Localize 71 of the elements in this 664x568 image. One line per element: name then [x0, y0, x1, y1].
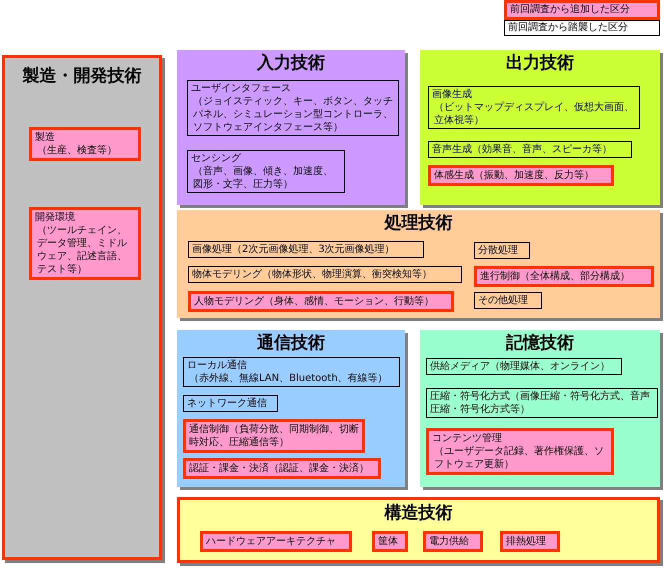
- item-detail: （ツールチェイン、データ管理、ミドルウェア、記述言語、テスト等）: [36, 224, 128, 276]
- item-label: 電力供給: [429, 535, 470, 548]
- item-label: 音声生成（効果音、音声、スピーカ等）: [432, 143, 613, 156]
- item-box: [188, 291, 454, 312]
- category-title: 処理技術: [383, 215, 454, 232]
- item-label: 開発環境: [35, 211, 76, 224]
- item-box: [474, 292, 542, 309]
- item-detail: （生産、検査等）: [36, 144, 118, 157]
- item-box: [474, 242, 530, 259]
- item-box: [426, 428, 614, 475]
- item-label: 製造: [35, 131, 56, 144]
- item-label: ローカル通信: [187, 359, 248, 372]
- item-label: 圧縮・符号化方式（画像圧縮・符号化方式、音声圧縮・符号化方式等）: [430, 390, 651, 416]
- item-label: 画像生成: [432, 88, 473, 101]
- category-title: 通信技術: [256, 335, 326, 352]
- item-box: [183, 458, 381, 479]
- item-label: 供給メディア（物理媒体、オンライン）: [430, 360, 611, 373]
- item-label: コンテンツ管理: [432, 432, 503, 445]
- item-box: [200, 531, 352, 552]
- item-box: [187, 150, 345, 193]
- item-label: 筐体: [378, 535, 399, 548]
- category-panel: [177, 497, 660, 563]
- item-box: [426, 358, 622, 375]
- item-box: [183, 357, 400, 387]
- item-label: 物体モデリング（物体形状、物理演算、衝突検知等）: [192, 268, 433, 281]
- item-box: [428, 165, 614, 186]
- item-label: ハードウェアアーキテクチャ: [206, 535, 337, 548]
- item-box: [29, 207, 141, 280]
- item-label: 排熱処理: [506, 535, 547, 548]
- item-box: [428, 86, 640, 129]
- legend-swatch: 前回調査から踏襲した区分: [504, 20, 660, 36]
- category-title: 構造技術: [383, 505, 454, 522]
- item-box: [183, 419, 365, 453]
- item-label: ユーザインタフェース: [191, 82, 292, 95]
- item-detail: （ジョイスティック、キー、ボタン、タッチパネル、シミュレーション型コントローラ、ソフトウェアインタフェース等）: [192, 95, 394, 134]
- item-box: [500, 531, 560, 552]
- category-panel: [177, 50, 405, 205]
- item-label: 分散処理: [478, 244, 519, 257]
- item-label: 人物モデリング（身体、感情、モーション、行動等）: [194, 295, 435, 308]
- item-label: ネットワーク通信: [187, 397, 268, 410]
- item-box: [29, 127, 141, 161]
- item-box: [187, 80, 399, 136]
- category-title: 記憶技術: [504, 335, 575, 352]
- item-box: [372, 531, 408, 552]
- category-panel: [420, 50, 660, 205]
- item-detail: （赤外線、無線LAN、Bluetooth、有線等）: [188, 372, 389, 385]
- item-box: [188, 266, 462, 283]
- category-title: 製造・開発技術: [22, 68, 142, 85]
- item-label: 進行制御（全体構成、部分構成）: [480, 270, 631, 283]
- category-panel: [177, 210, 660, 318]
- item-detail: （ユーザデータ記録、著作権保護、ソフトウェア更新）: [433, 445, 605, 471]
- item-label: その他処理: [478, 294, 529, 307]
- item-label: 通信制御（負荷分散、同期制御、切断時対応、圧縮通信等）: [189, 423, 359, 449]
- item-box: [426, 388, 658, 418]
- category-panel: [177, 330, 405, 487]
- item-label: 画像処理（2次元画像処理、3次元画像処理）: [192, 243, 396, 256]
- item-label: 認証・課金・決済（認証、課金・決済）: [189, 462, 370, 475]
- category-panel: [420, 330, 660, 487]
- item-box: [183, 395, 278, 412]
- item-box: [188, 241, 424, 258]
- category-panel: [2, 55, 162, 560]
- item-detail: （ビットマップディスプレイ、仮想大画面、立体視等）: [433, 101, 635, 127]
- legend-swatch: 前回調査から追加した区分: [504, 0, 660, 20]
- category-title: 入力技術: [256, 55, 326, 72]
- item-box: [428, 141, 632, 158]
- item-label: 体感生成（振動、加速度、反力等）: [434, 169, 595, 182]
- category-title: 出力技術: [505, 55, 575, 72]
- item-box: [474, 266, 654, 287]
- item-detail: （音声、画像、傾き、加速度、図形・文字、圧力等）: [192, 165, 334, 191]
- item-label: センシング: [191, 152, 242, 165]
- item-box: [423, 531, 483, 552]
